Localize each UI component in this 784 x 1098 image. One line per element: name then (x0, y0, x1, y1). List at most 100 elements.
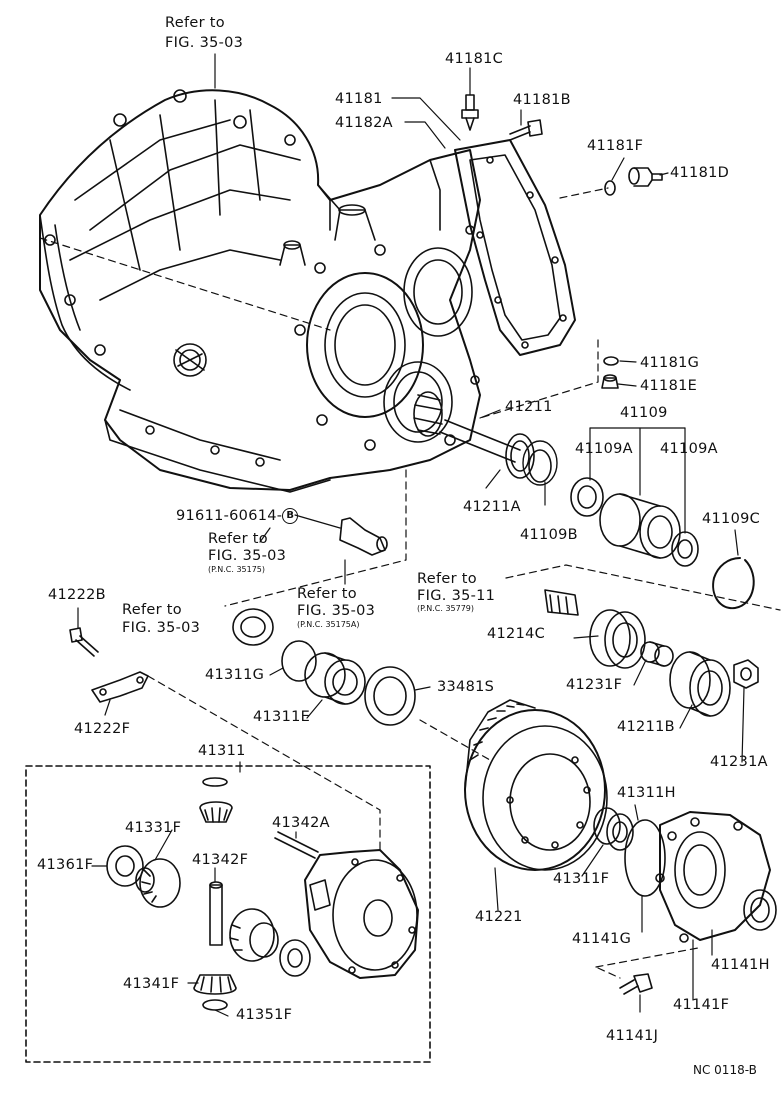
label-41222F: 41222F (74, 721, 131, 737)
label-41351F: 41351F (236, 1007, 293, 1023)
label-91611-text: 91611-60614- (176, 508, 283, 524)
spacer-41109A-left (570, 477, 604, 517)
bearing-41109 (599, 493, 681, 559)
side-gear-41331F (135, 858, 181, 908)
oil-seal-41141H (743, 889, 777, 931)
side-gear-right (229, 908, 279, 962)
label-41331F: 41331F (125, 820, 182, 836)
snap-ring-41109C (712, 557, 755, 610)
bolt-91611 (339, 517, 388, 556)
label-41109: 41109 (620, 405, 668, 421)
label-91611-mark: B (282, 508, 299, 524)
label-41311F: 41311F (553, 871, 610, 887)
label-41182A: 41182A (335, 115, 393, 131)
ref-fig3511-line2: FIG. 35-11 (417, 588, 496, 604)
label-41311G: 41311G (205, 667, 265, 683)
label-41141F: 41141F (673, 997, 730, 1013)
label-41109A-left: 41109A (575, 441, 633, 457)
ref-fig3503-mid-line2: FIG. 35-03 (208, 548, 287, 564)
washer-41181G (603, 356, 619, 366)
alignment-dashed-lines (39, 187, 781, 979)
label-41109B: 41109B (520, 527, 578, 543)
pinion-shaft-41342F (209, 881, 223, 946)
label-41342A: 41342A (272, 815, 330, 831)
label-91611: 91611-60614-B (176, 508, 299, 524)
pinion-gear-41341F (193, 974, 237, 995)
bearing-41214C (589, 609, 646, 669)
label-41181D: 41181D (670, 165, 730, 181)
drive-pinion-41211 (413, 391, 552, 483)
label-41181C: 41181C (445, 51, 504, 67)
label-41141H: 41141H (711, 957, 770, 973)
oil-seal-33481S (364, 666, 416, 726)
label-41211B: 41211B (617, 719, 675, 735)
label-41221: 41221 (475, 909, 523, 925)
ref-fig3503-mid-pnc: (P.N.C. 35175) (208, 565, 266, 574)
label-41214C: 41214C (487, 626, 546, 642)
speedometer-gear (544, 589, 579, 616)
transaxle-case (39, 89, 481, 493)
ref-fig3503-mid-line1: Refer to (208, 531, 268, 547)
ref-fig3503-mid2-pnc: (P.N.C. 35175A) (297, 620, 360, 629)
oil-seal-left (232, 608, 274, 646)
pinion-gear-top (199, 801, 233, 823)
label-41211A: 41211A (463, 499, 521, 515)
side-cover-41181 (454, 139, 576, 356)
label-41311E: 41311E (253, 709, 311, 725)
case-cover-41141F (655, 811, 771, 943)
bracket-41222F (91, 671, 149, 703)
label-41181F: 41181F (587, 138, 644, 154)
breather-plug-41181C (461, 94, 479, 131)
label-41361F: 41361F (37, 857, 94, 873)
bolt-41181B (509, 119, 543, 141)
pin-41342A (274, 831, 319, 859)
label-41222B: 41222B (48, 587, 106, 603)
ref-fig3503-top-line1: Refer to (165, 15, 225, 31)
label-41341F: 41341F (123, 976, 180, 992)
ring-gear-41221 (464, 699, 608, 871)
label-41181B: 41181B (513, 92, 571, 108)
label-41109A-right: 41109A (660, 441, 718, 457)
bearing-41211B (669, 651, 731, 717)
plug-41181D (628, 167, 663, 187)
label-41311: 41311 (198, 743, 246, 759)
label-41311H: 41311H (617, 785, 676, 801)
side-washer-top (202, 777, 228, 787)
label-41231A: 41231A (710, 754, 768, 770)
label-41109C: 41109C (702, 511, 761, 527)
o-ring-41141G (624, 819, 666, 897)
bearing-41311F (593, 807, 634, 851)
label-41231F: 41231F (566, 677, 623, 693)
ref-fig3503-mid2-line2: FIG. 35-03 (297, 603, 376, 619)
ref-fig3503-mid2-line1: Refer to (297, 586, 357, 602)
ref-fig3511-line1: Refer to (417, 571, 477, 587)
o-ring-41311G (281, 640, 317, 682)
ref-fig3511-pnc: (P.N.C. 35779) (417, 604, 475, 613)
nut-41231A (733, 659, 759, 689)
label-41181G: 41181G (640, 355, 700, 371)
label-41181E: 41181E (640, 378, 698, 394)
bolt-41141J (619, 973, 653, 995)
ref-fig3503-left-line1: Refer to (122, 602, 182, 618)
label-41342F: 41342F (192, 852, 249, 868)
label-41181: 41181 (335, 91, 383, 107)
washer-41351F (202, 999, 228, 1011)
gasket-41181F (604, 180, 616, 196)
ref-fig3503-left-line2: FIG. 35-03 (122, 620, 201, 636)
label-41141J: 41141J (606, 1028, 659, 1044)
diagram-code: NC 0118-B (693, 1063, 757, 1077)
bearing-41311E (304, 652, 366, 705)
spacer-41231F (640, 641, 674, 667)
label-41141G: 41141G (572, 931, 632, 947)
differential-box-41311 (25, 765, 431, 1063)
bolt-41222B (69, 627, 99, 657)
snap-ring-41109B (522, 440, 558, 486)
thrust-washer-41361F (106, 845, 144, 887)
ref-fig3503-top-line2: FIG. 35-03 (165, 35, 244, 51)
plug-41181E (601, 374, 619, 389)
label-33481S: 33481S (437, 679, 495, 695)
differential-case (304, 849, 419, 979)
washer-right (279, 939, 311, 977)
